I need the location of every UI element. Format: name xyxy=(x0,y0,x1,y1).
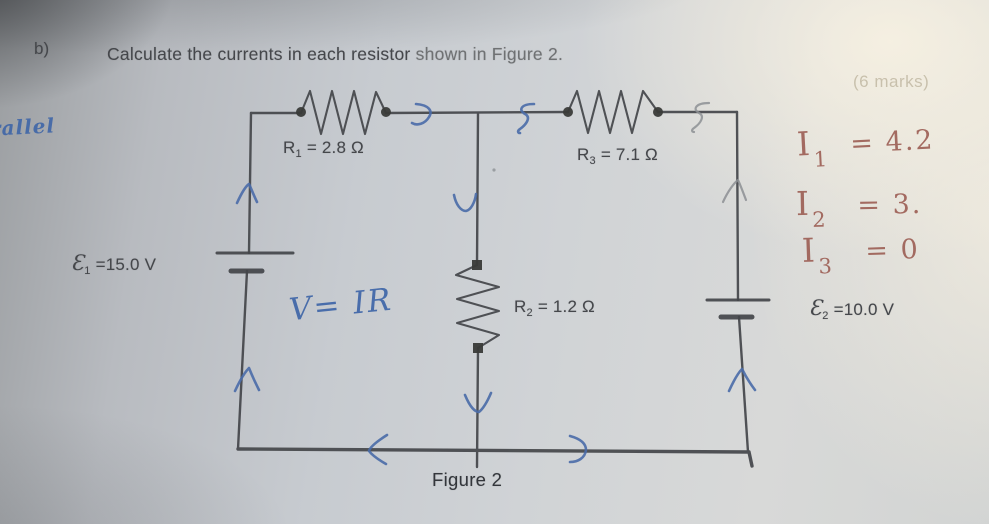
junction-dot xyxy=(296,107,306,117)
question-text: Calculate the currents in each resistor … xyxy=(107,44,563,65)
figure-caption: Figure 2 xyxy=(432,469,503,490)
resistor-r2-symbol xyxy=(454,263,501,350)
wire-left-lower xyxy=(236,269,249,451)
junction-dot xyxy=(472,260,482,270)
up-arrow-icon xyxy=(233,366,261,393)
blue-current-arrows xyxy=(233,102,757,466)
battery-emf2-symbol xyxy=(705,298,771,320)
up-arrow-icon xyxy=(721,178,748,204)
junction-dot xyxy=(381,107,391,117)
question-text-main: Calculate the currents in each resistor xyxy=(107,44,416,64)
wire-right-upper xyxy=(735,110,740,302)
up-arrow-icon xyxy=(235,182,259,205)
junction-dots xyxy=(296,107,663,353)
up-arrow-icon xyxy=(727,367,757,393)
junction-dot xyxy=(653,107,663,117)
wire-middle-lower xyxy=(475,346,480,469)
battery-emf1-symbol xyxy=(215,251,295,274)
wire-left-upper xyxy=(247,111,253,255)
junction-dot xyxy=(563,107,573,117)
junction-dot xyxy=(473,343,483,353)
part-label: b) xyxy=(34,39,50,58)
right-hook-arrow-icon xyxy=(410,102,432,126)
r1-label: R1= 2.8 Ω xyxy=(283,138,364,160)
question-text-figure-ref: shown in Figure 2. xyxy=(415,44,564,64)
resistor-r1-symbol xyxy=(299,89,388,136)
wire-middle-upper xyxy=(475,111,480,267)
emf1-label: Ɛ1=15.0 V xyxy=(71,251,157,277)
pencil-marks xyxy=(492,101,748,204)
wire-right-lower xyxy=(737,315,750,454)
circuit-wires xyxy=(236,89,754,469)
left-squiggle-arrow-icon xyxy=(516,102,536,135)
emf2-label: Ɛ2=10.0 V xyxy=(809,296,895,322)
stray-pencil-dot xyxy=(492,168,496,172)
script-epsilon-symbol: Ɛ xyxy=(71,251,85,275)
down-cup-arrow-icon xyxy=(452,192,478,213)
r3-label: R3= 7.1 Ω xyxy=(577,145,658,167)
r2-label: R2= 1.2 Ω xyxy=(514,297,595,319)
resistor-r3-symbol xyxy=(566,89,660,135)
marks-badge: (6 marks) xyxy=(853,72,930,91)
right-hook-arrow-icon xyxy=(568,434,588,464)
left-arrow-icon xyxy=(367,433,389,466)
script-epsilon-symbol: Ɛ xyxy=(809,296,823,320)
left-squiggle-arrow-icon xyxy=(691,101,711,134)
margin-handwritten-note: rallel xyxy=(0,113,56,141)
wire-bottom xyxy=(236,447,754,468)
down-arrow-icon xyxy=(463,391,493,414)
